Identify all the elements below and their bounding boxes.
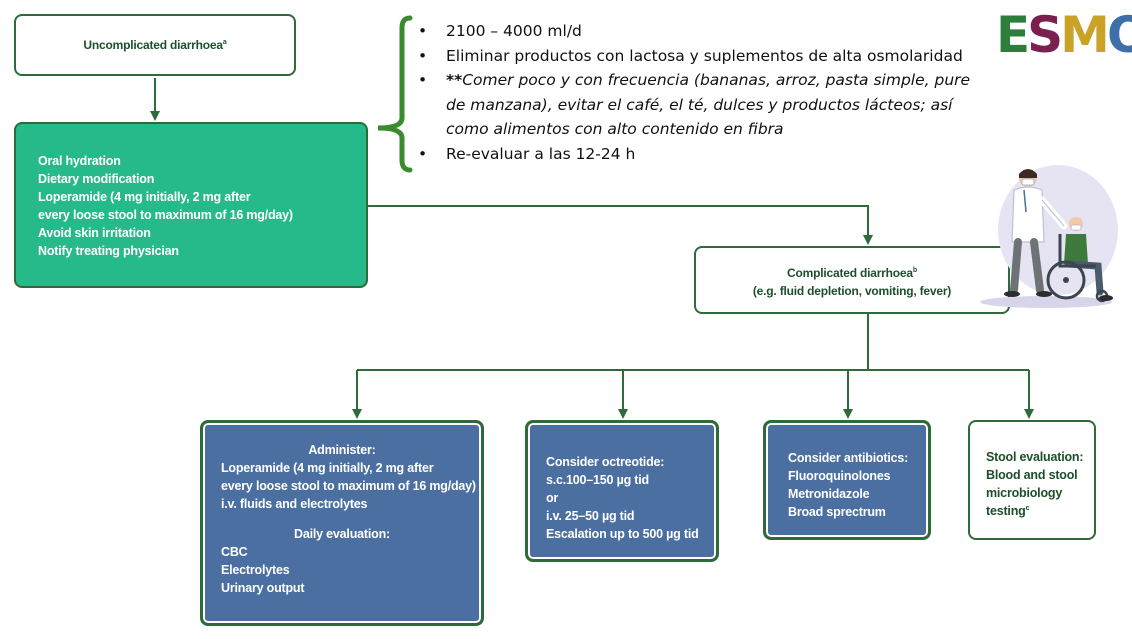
logo-letter: E [996,6,1030,64]
stool-line: Stool evaluation: [986,450,1084,464]
note-item: • Re-evaluar a las 12-24 h [418,142,998,167]
octreotide-box: Consider octreotide: s.c.100–150 µg tid … [525,420,719,562]
uncomplicated-diarrhoea-box: Uncomplicated diarrhoeaa [14,14,296,76]
octreotide-line: i.v. 25–50 µg tid [546,509,635,523]
antibiotics-line: Metronidazole [788,487,870,501]
administer-box: Administer: Loperamide (4 mg initially, … [200,420,484,626]
logo-letter: M [1060,6,1110,64]
management-line: every loose stool to maximum of 16 mg/da… [38,208,293,222]
uncomplicated-title: Uncomplicated diarrhoea [83,38,223,52]
management-line: Oral hydration [38,154,121,168]
note-emphasis-marker: ** [446,71,463,89]
management-line: Dietary modification [38,172,155,186]
note-item: • 2100 – 4000 ml/d [418,19,998,44]
octreotide-line: or [546,491,559,505]
stool-line: microbiology [986,486,1063,500]
management-line: Loperamide (4 mg initially, 2 mg after [38,190,251,204]
note-reevaluate: Re-evaluar a las 12-24 h [446,144,636,163]
complicated-subtitle: (e.g. fluid depletion, vomiting, fever) [752,284,952,298]
note-item: • Eliminar productos con lactosa y suple… [418,44,998,69]
note-fluid-volume: 2100 – 4000 ml/d [446,22,582,40]
octreotide-line: Escalation up to 500 µg tid [546,527,699,541]
antibiotics-box: Consider antibiotics: Fluoroquinolones M… [763,420,931,540]
daily-evaluation-title: Daily evaluation: [294,527,390,541]
antibiotics-line: Fluoroquinolones [788,469,891,483]
administer-title: Administer: [308,443,376,457]
management-notes-list: • 2100 – 4000 ml/d • Eliminar productos … [418,19,998,166]
complicated-diarrhoea-box: Complicated diarrhoeab (e.g. fluid deple… [694,246,1010,314]
antibiotics-line: Broad sprectrum [788,505,886,519]
bullet-symbol: • [418,71,428,89]
stool-line: testing [986,504,1026,518]
initial-management-box: Oral hydration Dietary modification Lope… [14,122,368,288]
octreotide-line: Consider octreotide: [546,455,665,469]
administer-line: every loose stool to maximum of 16 mg/da… [221,479,476,493]
bullet-symbol: • [418,46,428,65]
logo-letter: O [1106,6,1132,64]
stool-line: Blood and stool [986,468,1078,482]
administer-line: i.v. fluids and electrolytes [221,497,368,511]
logo-letter: S [1027,6,1063,64]
footnote-a: a [222,39,227,46]
antibiotics-line: Consider antibiotics: [788,451,909,465]
doctor-wheelchair-illustration [980,165,1118,308]
esmo-logo: E S M O [996,8,1132,62]
bullet-symbol: • [418,144,428,163]
daily-evaluation-line: Urinary output [221,581,305,595]
octreotide-line: s.c.100–150 µg tid [546,473,649,487]
note-eliminate-lactose: Eliminar productos con lactosa y supleme… [446,46,963,65]
daily-evaluation-line: CBC [221,545,248,559]
administer-line: Loperamide (4 mg initially, 2 mg after [221,461,434,475]
management-line: Avoid skin irritation [38,226,151,240]
footnote-c: c [1025,504,1030,512]
stool-evaluation-box: Stool evaluation: Blood and stool microb… [968,420,1096,540]
arrow-management-to-complicated [368,205,873,245]
bullet-symbol: • [418,22,428,40]
daily-evaluation-line: Electrolytes [221,563,290,577]
note-diet-line: Comer poco y con frecuencia (bananas, ar… [462,71,971,89]
note-diet-line: de manzana), evitar el café, el té, dulc… [446,95,953,114]
note-item: • **Comer poco y con frecuencia (bananas… [418,68,998,142]
footnote-b: b [912,267,917,274]
complicated-title: Complicated diarrhoea [787,266,913,280]
curly-bracket [377,15,413,173]
note-diet-line: como alimentos con alto contenido en fib… [446,120,784,138]
management-line: Notify treating physician [38,244,179,258]
